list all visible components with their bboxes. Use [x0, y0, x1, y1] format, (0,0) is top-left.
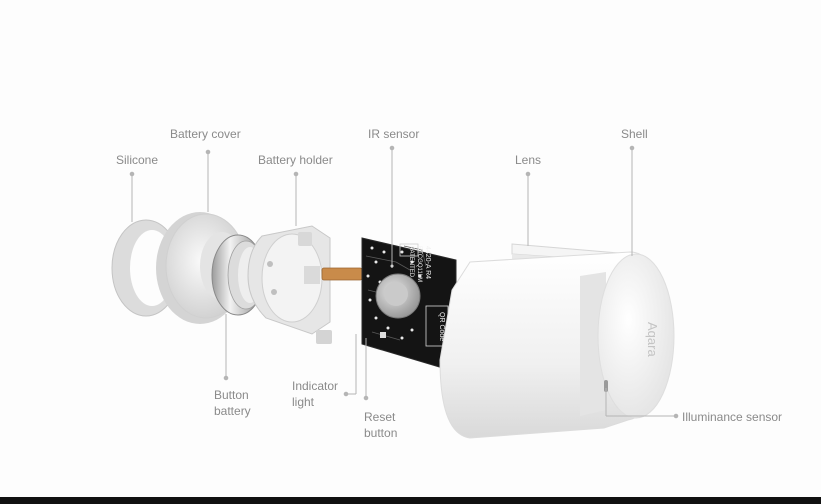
label-battery-cover: Battery cover	[170, 127, 241, 141]
pcb-version-text: 4420-A R4	[424, 246, 431, 279]
shell-logo: Aqara	[645, 322, 660, 357]
bottom-bar	[0, 497, 821, 504]
illuminance-sensor-window	[604, 380, 608, 392]
label-indicator-light: Indicator light	[292, 379, 339, 409]
label-shell: Shell	[621, 127, 648, 141]
label-illuminance-sensor: Illuminance sensor	[682, 410, 783, 424]
pcb-board: 4420-A R4 RTCGQ11LM PATENTED QR Code	[361, 237, 457, 373]
leader-lines	[129, 145, 679, 419]
label-ir-sensor: IR sensor	[368, 127, 420, 141]
battery-holder-part	[247, 225, 363, 344]
label-lens: Lens	[515, 153, 542, 167]
pcb-model-text: RTCGQ11LM	[416, 246, 422, 282]
label-button-battery: Button battery	[214, 388, 251, 418]
pcb-patent-text: PATENTED	[408, 246, 414, 278]
shell-part: Aqara	[439, 251, 675, 439]
label-battery-holder: Battery holder	[258, 153, 333, 167]
label-reset-button: Reset button	[364, 410, 398, 440]
pcb-qr-text: QR Code	[438, 312, 445, 341]
label-silicone: Silicone	[116, 153, 159, 167]
